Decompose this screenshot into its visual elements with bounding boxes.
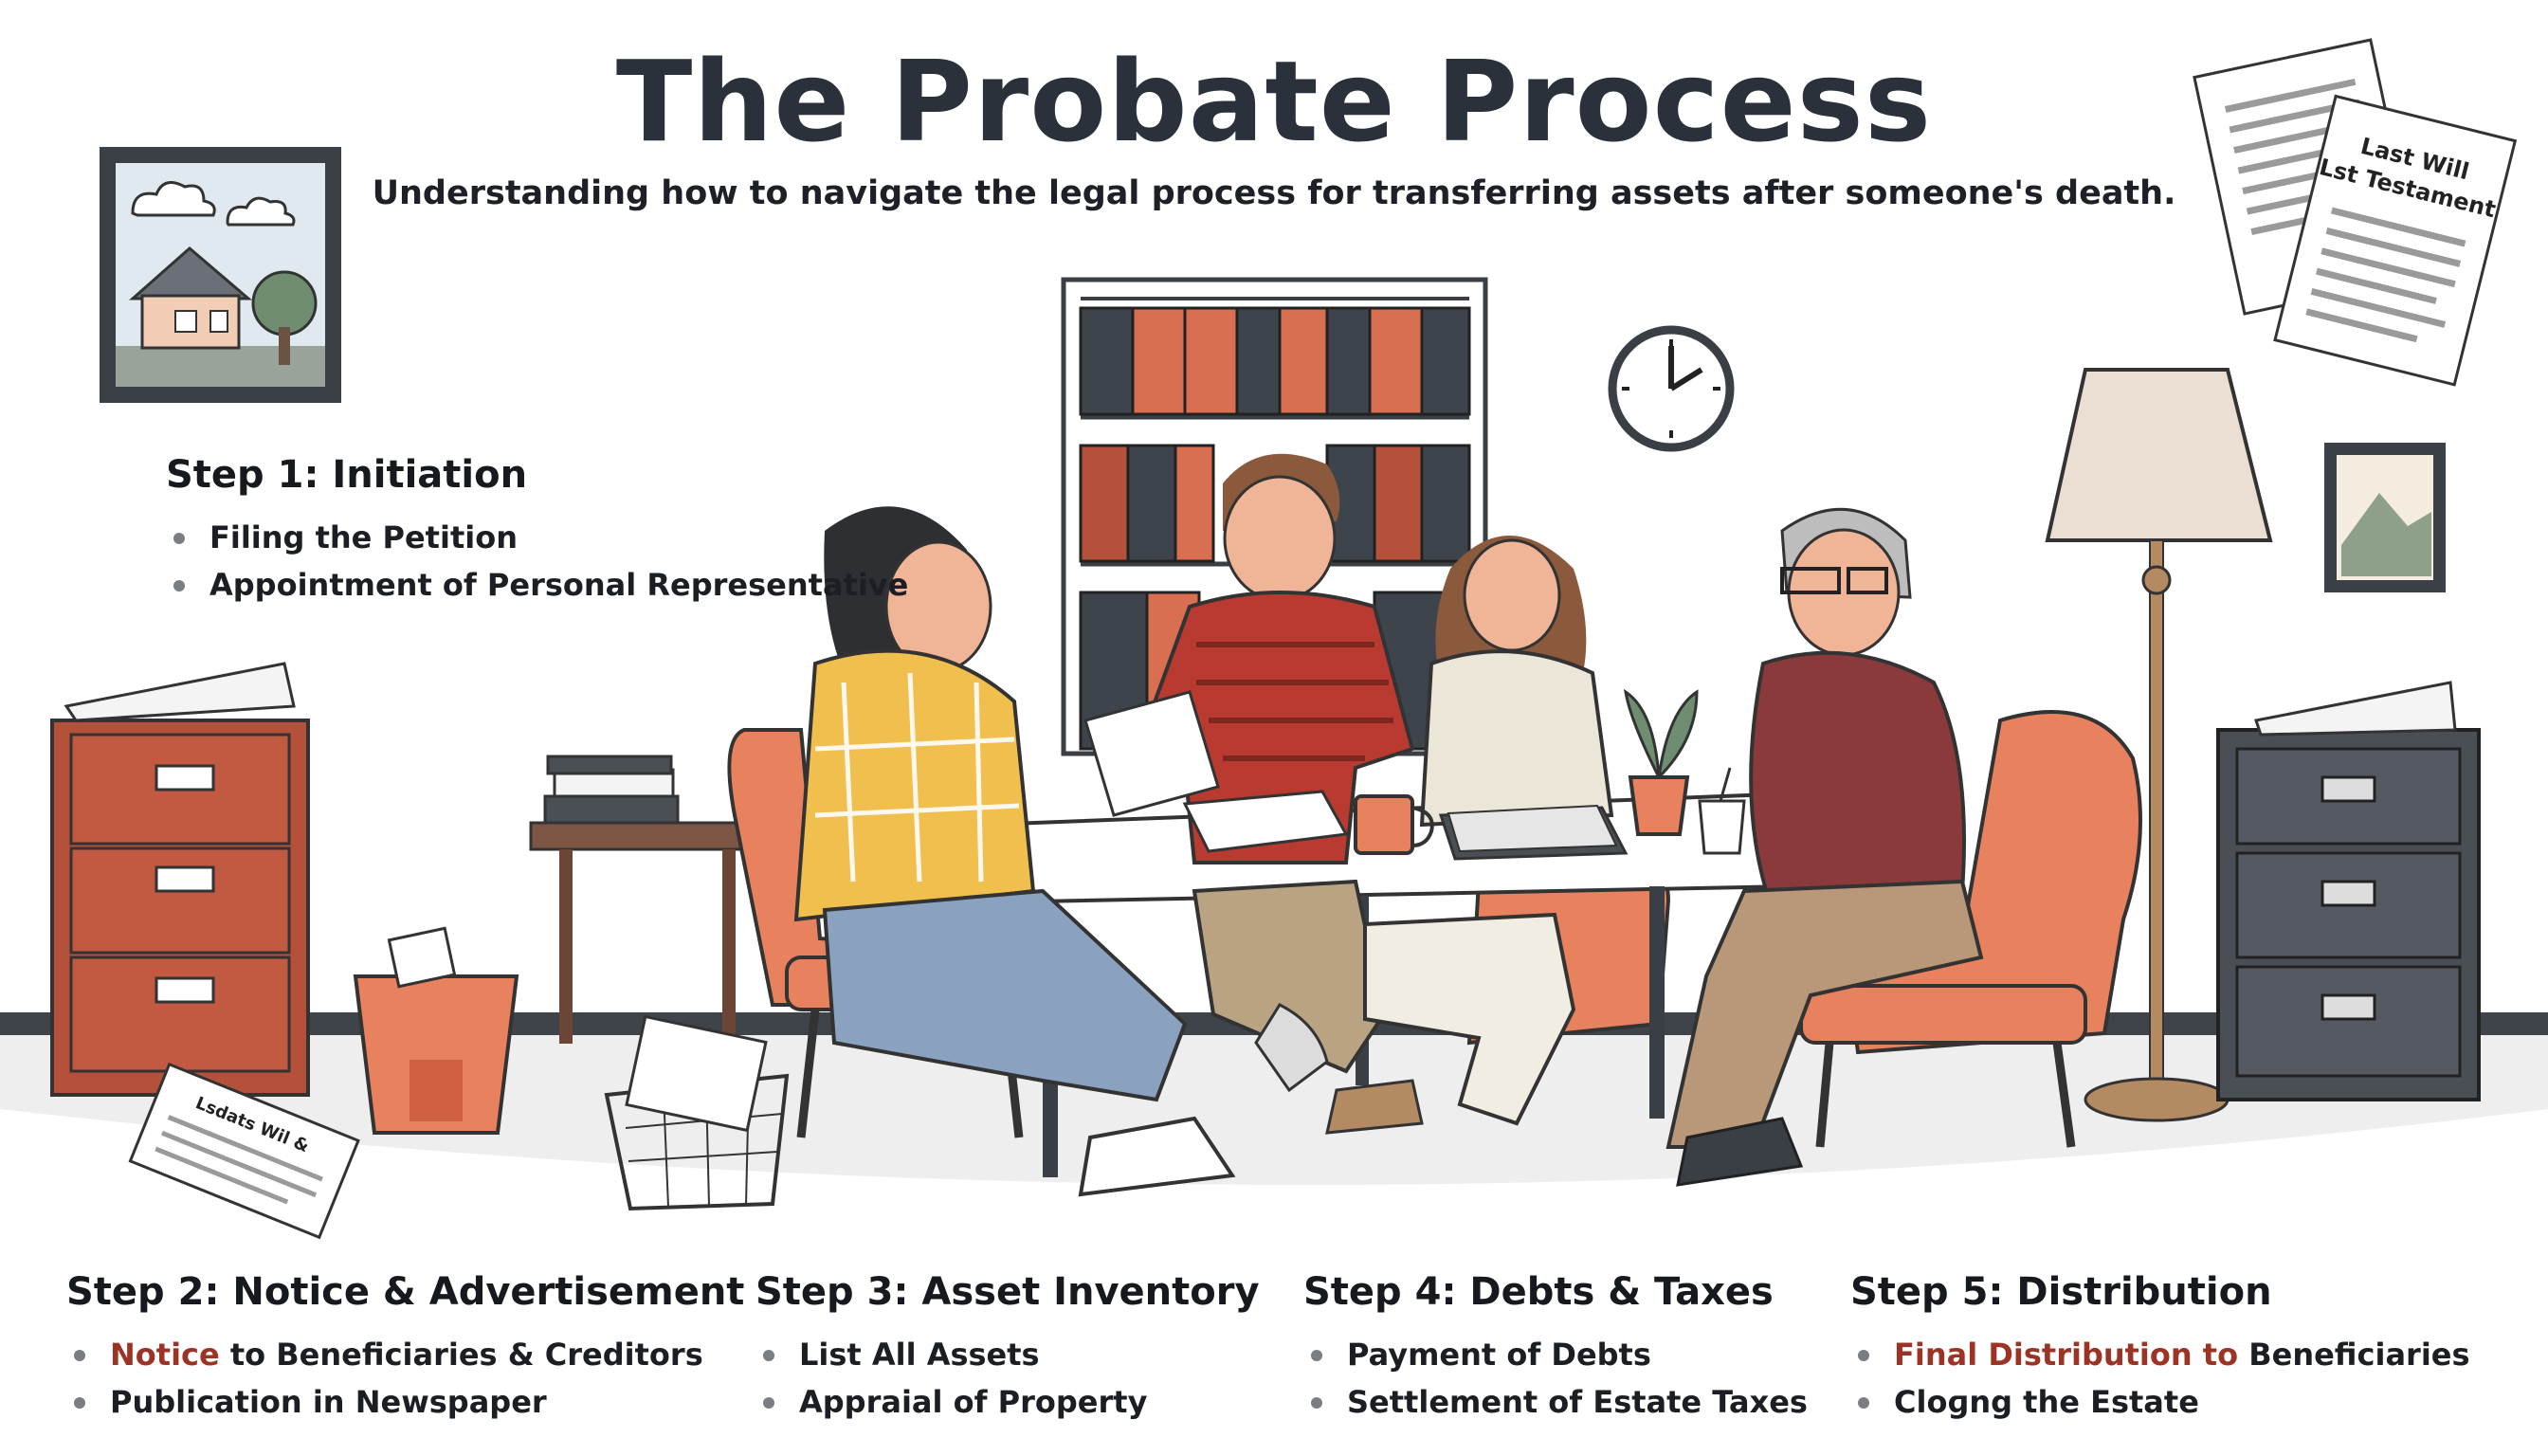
waste-bin <box>353 926 519 1135</box>
step-1-item-1: Filing the Petition <box>166 514 908 561</box>
step-4-title: Step 4: Debts & Taxes <box>1303 1270 1774 1314</box>
step-3-title: Step 3: Asset Inventory <box>755 1270 1260 1314</box>
step-2-item-2: Publication in Newspaper <box>66 1378 744 1426</box>
page-title: The Probate Process <box>615 36 1933 167</box>
step-4-item-1: Payment of Debts <box>1303 1331 1808 1378</box>
step-1-initiation: Step 1: Initiation Filing the Petition A… <box>166 453 908 609</box>
step-4-item-2: Settlement of Estate Taxes <box>1303 1378 1808 1426</box>
notebook <box>1438 804 1629 861</box>
mountain-picture <box>2324 443 2446 592</box>
floor-paper: Lsdats Wil & <box>128 1062 360 1240</box>
wire-basket <box>604 1014 790 1211</box>
house-picture <box>100 147 341 403</box>
step-3-asset-inventory: Step 3: Asset Inventory List All Assets … <box>755 1270 1260 1426</box>
step-1-title: Step 1: Initiation <box>166 453 528 497</box>
page-subtitle: Understanding how to navigate the legal … <box>372 174 2176 212</box>
step-2-title: Step 2: Notice & Advertisement <box>66 1270 745 1314</box>
step-5-item-1-highlight: Final Distribution to <box>1894 1337 2239 1373</box>
step-2-item-1-text: to Beneficiaries & Creditors <box>219 1337 703 1373</box>
side-table <box>529 755 765 1044</box>
floor-lamp <box>2045 368 2273 1122</box>
coffee-mug <box>1354 794 1434 855</box>
step-3-item-1: List All Assets <box>755 1331 1260 1378</box>
drink-cup <box>1698 767 1746 855</box>
potted-plant <box>1623 688 1699 836</box>
woman-left <box>793 506 1236 1197</box>
step-5-title: Step 5: Distribution <box>1850 1270 2272 1314</box>
step-2-item-1: Notice to Beneficiaries & Creditors <box>66 1331 744 1378</box>
step-1-item-2: Appointment of Personal Representative <box>166 561 908 609</box>
step-3-item-2: Appraial of Property <box>755 1378 1260 1426</box>
dark-filing-cabinet <box>2216 681 2481 1101</box>
step-5-item-2: Cloɡng the Estate <box>1850 1378 2470 1426</box>
clock-icon <box>1608 325 1735 452</box>
red-filing-cabinet <box>50 662 310 1097</box>
older-man <box>1665 507 1984 1187</box>
man-center <box>1135 453 1415 1093</box>
step-2-notice: Step 2: Notice & Advertisement Notice to… <box>66 1270 744 1426</box>
step-2-item-1-highlight: Notice <box>110 1337 220 1373</box>
step-4-debts-taxes: Step 4: Debts & Taxes Payment of Debts S… <box>1303 1270 1808 1426</box>
step-5-item-1-text: Beneficiaries <box>2238 1337 2470 1373</box>
will-document: Last Will Lst Testament <box>2193 38 2518 387</box>
step-5-distribution: Step 5: Distribution Final Distribution … <box>1850 1270 2470 1426</box>
papers-on-table <box>1083 690 1349 853</box>
step-5-item-1: Final Distribution to Beneficiaries <box>1850 1331 2470 1378</box>
woman-center <box>1325 536 1614 1135</box>
